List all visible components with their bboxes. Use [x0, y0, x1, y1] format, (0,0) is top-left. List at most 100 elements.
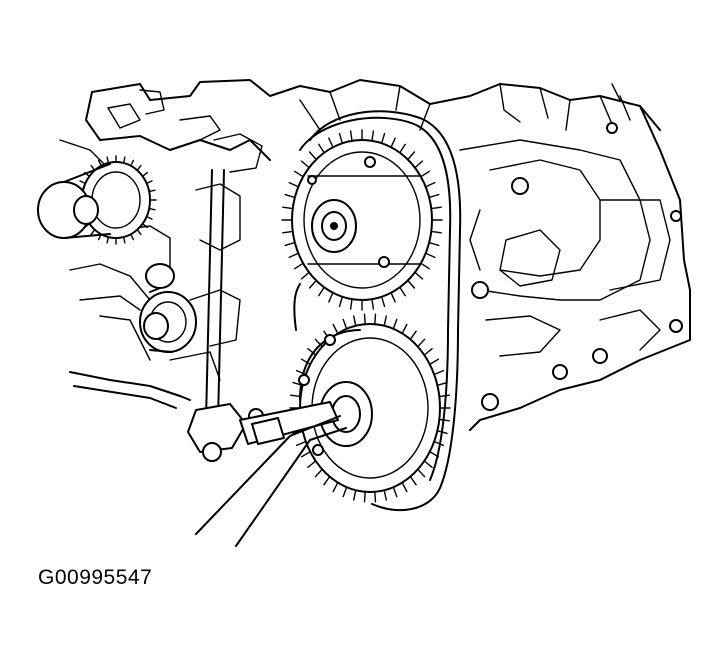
- sprocket-tooth: [374, 491, 377, 503]
- sprocket-tooth: [300, 271, 310, 280]
- sprocket-tooth: [363, 313, 366, 325]
- block-bolts: [471, 122, 683, 411]
- pulley-tooth: [141, 171, 149, 178]
- sprocket-tooth: [414, 271, 424, 280]
- sprocket-tooth: [420, 262, 430, 270]
- sprocket-tooth: [300, 450, 311, 458]
- pulley-tooth: [136, 164, 142, 172]
- sprocket-tooth: [438, 394, 450, 398]
- timing-belt: [293, 110, 462, 511]
- sprocket-tooth: [409, 475, 417, 486]
- sprocket-tooth: [392, 486, 398, 498]
- sprocket-tooth: [328, 292, 334, 303]
- sprocket-tooth: [290, 394, 302, 398]
- sprocket-tooth: [417, 468, 426, 478]
- sprocket-tooth: [433, 440, 445, 447]
- sprocket-tooth: [318, 143, 325, 154]
- sprocket-tooth: [423, 460, 433, 468]
- sprocket-tooth: [307, 460, 317, 468]
- sprocket-tooth: [371, 298, 375, 310]
- sprocket-tooth: [428, 241, 440, 247]
- sprocket-tooth: [295, 440, 307, 447]
- sprocket-tooth: [349, 130, 353, 142]
- sprocket-tooth: [282, 230, 294, 234]
- sprocket-tooth: [338, 296, 343, 308]
- sprocket-tooth: [353, 489, 357, 501]
- sprocket-tooth: [294, 170, 304, 178]
- pulley-tooth: [130, 233, 135, 241]
- sprocket-tooth: [288, 181, 299, 188]
- pulley-tooth: [106, 236, 110, 244]
- sprocket-tooth: [363, 491, 366, 503]
- sprocket-tooth: [328, 137, 334, 148]
- sprocket-tooth: [300, 358, 311, 366]
- sprocket-tooth: [428, 193, 440, 199]
- sprocket-tooth: [390, 137, 396, 148]
- sprocket-tooth: [425, 252, 436, 259]
- sprocket-tooth: [381, 296, 386, 308]
- sprocket-tooth: [401, 481, 408, 493]
- sprocket-tooth: [425, 181, 436, 188]
- pulley-tooth: [148, 207, 156, 211]
- sprocket-tooth: [381, 132, 386, 144]
- sprocket-tooth: [284, 193, 296, 199]
- sprocket-tooth: [314, 468, 323, 478]
- sprocket-tooth: [308, 151, 317, 161]
- figure-id: G00995547: [38, 566, 153, 589]
- pulley-tooth: [148, 189, 156, 193]
- pulley-tooth: [122, 156, 126, 164]
- upper-left-pulley: [37, 155, 157, 245]
- sprocket-tooth: [332, 481, 339, 493]
- sprocket-tooth: [423, 348, 433, 356]
- pulley-tooth: [122, 236, 126, 244]
- sprocket-tooth: [295, 369, 307, 376]
- tensioner-rod: [187, 169, 264, 462]
- sprocket-tooth: [282, 206, 294, 210]
- sprocket-tooth: [438, 418, 450, 422]
- sprocket-tooth: [430, 206, 442, 210]
- pulley-tooth: [145, 180, 153, 185]
- sprocket-tooth: [417, 338, 426, 348]
- sprocket-tooth: [429, 450, 440, 458]
- sprocket-tooth: [308, 279, 317, 289]
- sprocket-tooth: [383, 489, 387, 501]
- sprocket-tooth: [399, 143, 406, 154]
- sprocket-tooth: [436, 430, 448, 435]
- sprocket-tooth: [399, 286, 406, 297]
- pulley-tooth: [97, 159, 102, 167]
- sprocket-tooth: [307, 348, 317, 356]
- sprocket-tooth: [353, 315, 357, 327]
- sprocket-tooth: [436, 381, 448, 386]
- pulley-tooth: [79, 180, 87, 185]
- sprocket-tooth: [284, 241, 296, 247]
- sprocket-tooth: [342, 486, 348, 498]
- sprocket-tooth: [342, 318, 348, 330]
- sprocket-tooth: [288, 252, 299, 259]
- sprocket-tooth: [338, 132, 343, 144]
- engine-block: [91, 79, 691, 431]
- left-accessories: [59, 89, 271, 409]
- pulley-tooth: [141, 222, 149, 229]
- sprocket-tooth: [429, 358, 440, 366]
- sprocket-tooth: [433, 369, 445, 376]
- sprocket-tooth: [294, 262, 304, 270]
- upper-camshaft-sprocket: [281, 129, 443, 311]
- wrench-tool: [195, 401, 347, 547]
- sprocket-tooth: [407, 279, 416, 289]
- pulley-tooth: [90, 228, 96, 236]
- pulley-tooth: [145, 215, 153, 220]
- sprocket-tooth: [323, 475, 331, 486]
- sprocket-tooth: [392, 318, 398, 330]
- sprocket-tooth: [300, 160, 310, 169]
- sprocket-tooth: [414, 160, 424, 169]
- sprocket-tooth: [390, 292, 396, 303]
- sprocket-tooth: [409, 330, 417, 341]
- sprocket-tooth: [430, 230, 442, 234]
- pulley-tooth: [130, 159, 135, 167]
- sprocket-tooth: [420, 170, 430, 178]
- sprocket-tooth: [401, 323, 408, 335]
- sprocket-tooth: [371, 130, 375, 142]
- pulley-tooth: [106, 156, 110, 164]
- sprocket-tooth: [407, 151, 416, 161]
